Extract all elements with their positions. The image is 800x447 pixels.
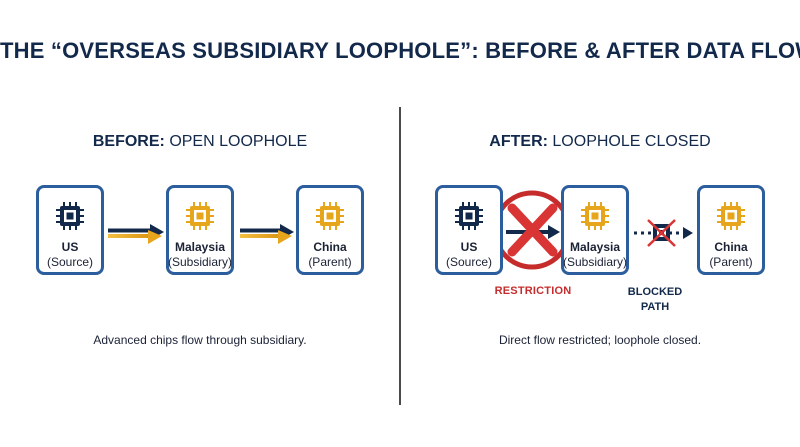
node-role: (Parent) xyxy=(709,255,753,269)
node-name: Malaysia xyxy=(174,240,226,254)
node-role: (Subsidiary) xyxy=(167,255,233,269)
blocked-path-label: BLOCKED PATH xyxy=(625,285,685,315)
chip-dark-icon xyxy=(455,202,483,230)
chip-dark-icon xyxy=(56,202,84,230)
node-name: US xyxy=(460,240,478,254)
before-heading-light: OPEN LOOPHOLE xyxy=(169,133,308,150)
page-title: THE “OVERSEAS SUBSIDIARY LOOPHOLE”: BEFO… xyxy=(0,38,800,63)
blocked-label-line2: PATH xyxy=(640,301,670,313)
node-name: China xyxy=(313,240,347,254)
after-heading: AFTER: LOOPHOLE CLOSED xyxy=(400,133,800,151)
chip-gold-icon xyxy=(717,202,745,230)
node-role: (Parent) xyxy=(308,255,352,269)
before-heading-strong: BEFORE: xyxy=(92,133,165,150)
node-role: (Source) xyxy=(445,255,492,269)
before-node-china: China (Parent) xyxy=(296,185,364,275)
blocked-label-line1: BLOCKED xyxy=(627,286,683,298)
node-name: Malaysia xyxy=(569,240,621,254)
after-node-us: US (Source) xyxy=(435,185,503,275)
chip-gold-icon xyxy=(581,202,609,230)
before-node-malaysia: Malaysia (Subsidiary) xyxy=(166,185,234,275)
restriction-label: RESTRICTION xyxy=(494,285,572,297)
node-role: (Source) xyxy=(46,255,93,269)
blocked-chip-icon xyxy=(647,219,676,247)
chip-gold-icon xyxy=(316,202,344,230)
after-heading-light: LOOPHOLE CLOSED xyxy=(552,133,711,150)
before-arrow-us-to-malaysia xyxy=(108,224,164,244)
node-role: (Subsidiary) xyxy=(562,255,628,269)
node-name: US xyxy=(61,240,79,254)
after-arrow-us-to-malaysia xyxy=(506,225,560,239)
after-node-china: China (Parent) xyxy=(697,185,765,275)
node-name: China xyxy=(714,240,748,254)
after-node-malaysia: Malaysia (Subsidiary) xyxy=(561,185,629,275)
panel-divider xyxy=(399,107,401,405)
after-heading-strong: AFTER: xyxy=(489,133,548,150)
before-node-us: US (Source) xyxy=(36,185,104,275)
before-caption: Advanced chips flow through subsidiary. xyxy=(93,333,307,347)
blocked-path-arrow xyxy=(634,227,693,239)
before-heading: BEFORE: OPEN LOOPHOLE xyxy=(0,133,400,151)
before-arrow-malaysia-to-china xyxy=(240,224,294,244)
chip-gold-icon xyxy=(186,202,214,230)
after-caption: Direct flow restricted; loophole closed. xyxy=(498,333,702,347)
